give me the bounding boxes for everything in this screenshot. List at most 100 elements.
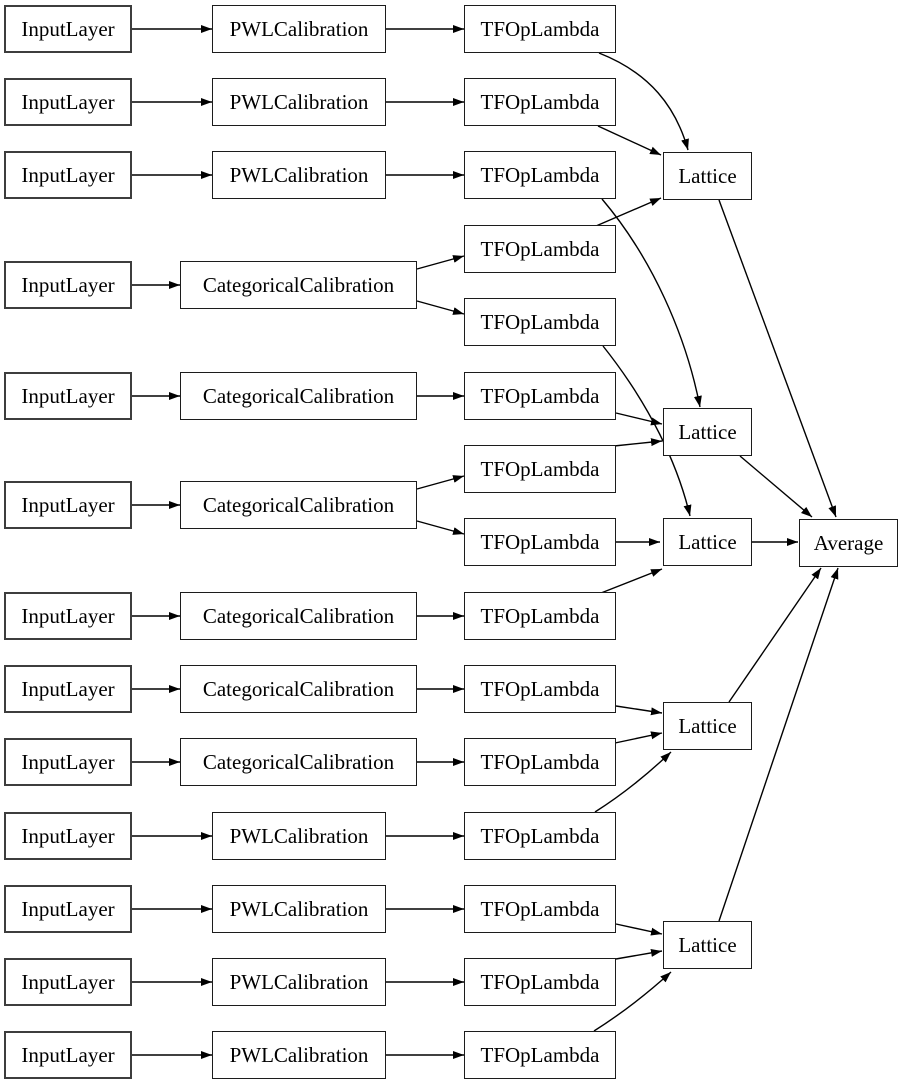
node-average: Average (799, 519, 898, 567)
edge-tfop-4-to-lattice-1 (595, 197, 662, 227)
node-tfop-2: TFOpLambda (464, 78, 616, 126)
edge-tfop-5-to-lattice-3 (602, 345, 692, 517)
node-lattice-5: Lattice (663, 921, 752, 969)
edge-lattice-1-to-average (718, 199, 837, 518)
node-tfop-9: TFOpLambda (464, 592, 616, 640)
node-label: TFOpLambda (480, 529, 600, 554)
edge-tfop-9-to-lattice-3 (600, 568, 663, 594)
node-input-4: InputLayer (4, 261, 132, 309)
node-input-5: InputLayer (4, 372, 132, 420)
node-label: PWLCalibration (229, 969, 369, 994)
node-label: TFOpLambda (480, 896, 600, 921)
node-pwl-7: PWLCalibration (212, 1031, 386, 1079)
node-label: PWLCalibration (229, 89, 369, 114)
node-label: CategoricalCalibration (202, 749, 395, 774)
node-label: Average (813, 530, 884, 555)
node-label: TFOpLambda (480, 16, 600, 41)
node-cat-6: CategoricalCalibration (180, 738, 417, 786)
edge-group (132, 25, 839, 1059)
node-label: TFOpLambda (480, 749, 600, 774)
node-label: TFOpLambda (480, 456, 600, 481)
node-label: InputLayer (21, 603, 115, 628)
node-label: CategoricalCalibration (202, 676, 395, 701)
edge-tfop-6-to-lattice-2 (615, 412, 663, 426)
node-tfop-7: TFOpLambda (464, 445, 616, 493)
node-label: Lattice (678, 529, 737, 554)
node-label: CategoricalCalibration (202, 492, 395, 517)
edge-tfop-1-to-lattice-1 (598, 52, 689, 151)
edge-tfop-12-to-lattice-4 (594, 751, 672, 813)
node-label: InputLayer (21, 969, 115, 994)
node-lattice-4: Lattice (663, 702, 752, 750)
node-tfop-3: TFOpLambda (464, 151, 616, 199)
node-input-10: InputLayer (4, 812, 132, 860)
node-label: InputLayer (21, 492, 115, 517)
node-label: TFOpLambda (480, 823, 600, 848)
node-pwl-1: PWLCalibration (212, 5, 386, 53)
node-label: TFOpLambda (480, 236, 600, 261)
node-label: PWLCalibration (229, 162, 369, 187)
node-label: TFOpLambda (480, 603, 600, 628)
node-label: PWLCalibration (229, 1042, 369, 1067)
edge-tfop-11-to-lattice-4 (614, 731, 663, 744)
node-lattice-1: Lattice (663, 152, 752, 200)
edge-tfop-10-to-lattice-4 (615, 705, 663, 716)
node-label: TFOpLambda (480, 89, 600, 114)
edge-lattice-4-to-average (728, 567, 822, 703)
edge-tfop-14-to-lattice-5 (609, 948, 663, 961)
node-pwl-4: PWLCalibration (212, 812, 386, 860)
node-label: InputLayer (21, 162, 115, 187)
node-cat-3: CategoricalCalibration (180, 481, 417, 529)
node-label: InputLayer (21, 1042, 115, 1067)
node-label: InputLayer (21, 823, 115, 848)
node-label: TFOpLambda (480, 676, 600, 701)
node-lattice-3: Lattice (663, 518, 752, 566)
node-label: InputLayer (21, 676, 115, 701)
edge-tfop-13-to-lattice-5 (615, 923, 663, 936)
node-input-11: InputLayer (4, 885, 132, 933)
node-label: TFOpLambda (480, 969, 600, 994)
node-label: InputLayer (21, 16, 115, 41)
node-label: TFOpLambda (480, 162, 600, 187)
node-tfop-4: TFOpLambda (464, 225, 616, 273)
node-tfop-13: TFOpLambda (464, 885, 616, 933)
node-input-8: InputLayer (4, 665, 132, 713)
node-input-6: InputLayer (4, 481, 132, 529)
node-input-2: InputLayer (4, 78, 132, 126)
node-label: CategoricalCalibration (202, 603, 395, 628)
node-cat-1: CategoricalCalibration (180, 261, 417, 309)
node-label: Lattice (678, 932, 737, 957)
node-tfop-10: TFOpLambda (464, 665, 616, 713)
node-label: InputLayer (21, 896, 115, 921)
node-input-9: InputLayer (4, 738, 132, 786)
node-tfop-14: TFOpLambda (464, 958, 616, 1006)
node-label: CategoricalCalibration (202, 272, 395, 297)
node-pwl-5: PWLCalibration (212, 885, 386, 933)
edge-cat-1-to-tfop-4 (416, 255, 465, 270)
node-input-3: InputLayer (4, 151, 132, 199)
node-label: InputLayer (21, 272, 115, 297)
edge-tfop-7-to-lattice-2 (613, 438, 663, 447)
node-cat-2: CategoricalCalibration (180, 372, 417, 420)
edge-tfop-2-to-lattice-1 (597, 125, 662, 156)
node-tfop-11: TFOpLambda (464, 738, 616, 786)
node-label: TFOpLambda (480, 309, 600, 334)
edge-lattice-5-to-average (718, 567, 839, 922)
node-label: CategoricalCalibration (202, 383, 395, 408)
node-tfop-12: TFOpLambda (464, 812, 616, 860)
edge-tfop-3-to-lattice-2 (601, 198, 702, 408)
node-input-13: InputLayer (4, 1031, 132, 1079)
node-label: TFOpLambda (480, 1042, 600, 1067)
node-tfop-8: TFOpLambda (464, 518, 616, 566)
node-tfop-5: TFOpLambda (464, 298, 616, 346)
node-label: Lattice (678, 419, 737, 444)
node-label: TFOpLambda (480, 383, 600, 408)
node-label: InputLayer (21, 383, 115, 408)
node-tfop-15: TFOpLambda (464, 1031, 616, 1079)
node-label: PWLCalibration (229, 823, 369, 848)
edge-lattice-2-to-average (739, 455, 813, 518)
node-label: InputLayer (21, 749, 115, 774)
node-label: Lattice (678, 713, 737, 738)
edge-cat-1-to-tfop-5 (416, 300, 465, 315)
